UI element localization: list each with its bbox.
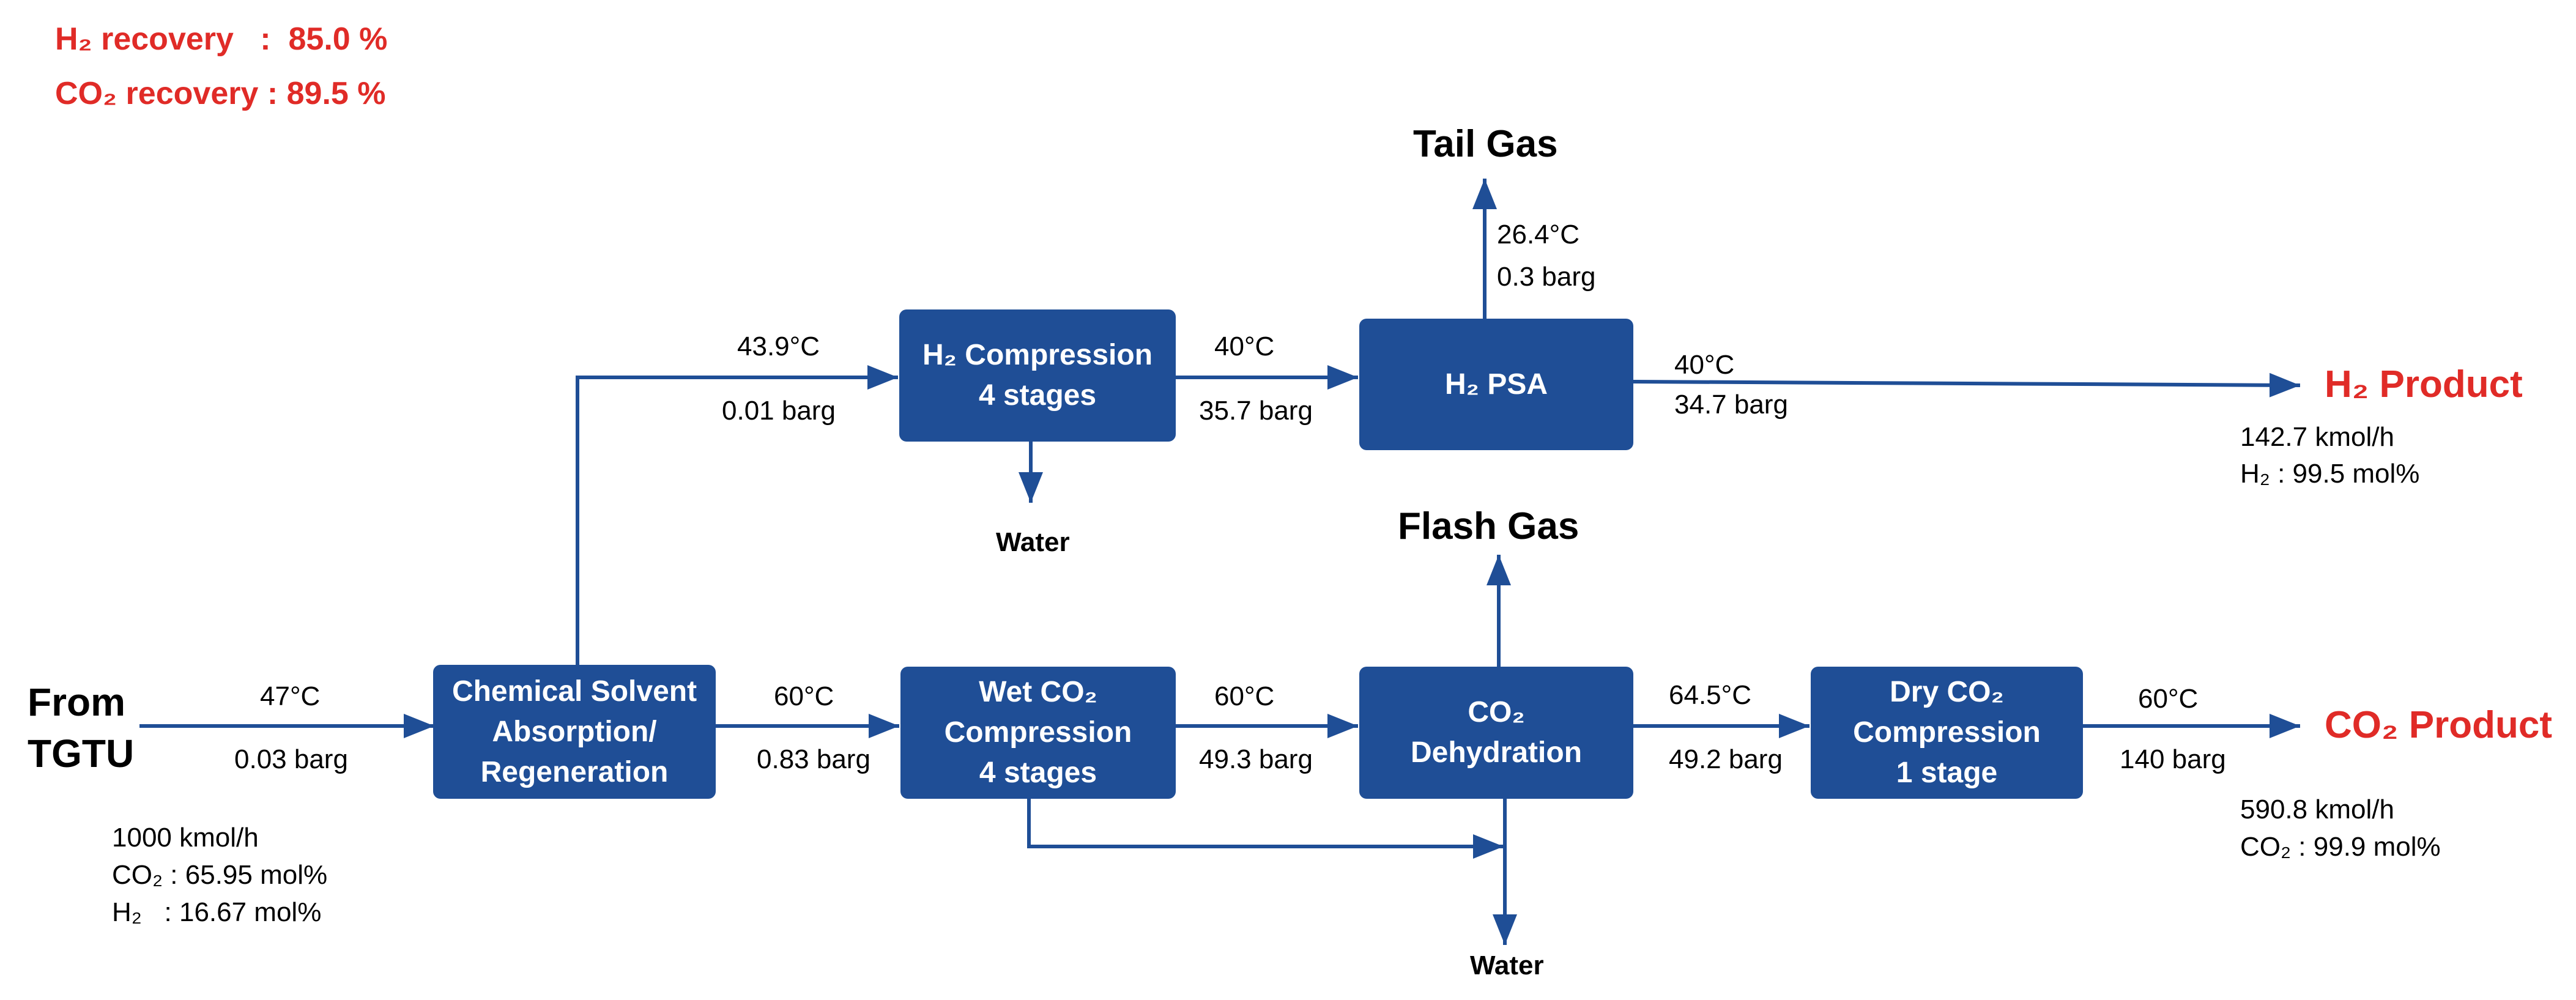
- tail-gas-label: Tail Gas: [1413, 123, 1558, 165]
- h2-compression-unit: H₂ Compression 4 stages: [899, 309, 1176, 442]
- stream-temperature: 47°C: [260, 681, 321, 711]
- unit-label: H₂ PSA: [1444, 368, 1548, 401]
- stream-temperature: 43.9°C: [737, 331, 820, 361]
- h2-recovery-text: H₂ recovery : 85.0 %: [55, 21, 388, 57]
- co2-water-label: Water: [1470, 950, 1544, 980]
- unit-label: Absorption/: [492, 715, 657, 748]
- stream-pressure: 140 barg: [2120, 744, 2226, 774]
- unit-label: H₂ Compression: [922, 339, 1153, 371]
- stream-temperature: 40°C: [1674, 350, 1735, 380]
- unit-label: CO₂: [1468, 696, 1525, 728]
- dry-co2-compression-unit: Dry CO₂ Compression 1 stage: [1811, 667, 2083, 799]
- stream-pressure: 0.83 barg: [757, 744, 870, 774]
- feed-flow: 1000 kmol/h: [112, 823, 259, 853]
- wet-co2-compression-unit: Wet CO₂ Compression 4 stages: [900, 667, 1176, 799]
- unit-label: Compression: [944, 716, 1132, 749]
- absorber-to-h2-compression-line: [576, 365, 898, 665]
- h2-product-label: H₂ Product: [2325, 363, 2523, 406]
- stream-temperature: 60°C: [1214, 681, 1275, 711]
- stream-pressure: 49.2 barg: [1669, 744, 1783, 774]
- h2-psa-unit: H₂ PSA: [1359, 319, 1633, 450]
- stream-temperature: 64.5°C: [1669, 680, 1752, 710]
- stream-temperature: 60°C: [774, 681, 834, 711]
- feed-h2-content: H₂ : 16.67 mol%: [112, 897, 322, 927]
- stream-pressure: 0.03 barg: [234, 744, 348, 774]
- stream-pressure: 49.3 barg: [1199, 744, 1313, 774]
- feed-label: TGTU: [28, 731, 135, 776]
- co2-dehydration-unit: CO₂ Dehydration: [1359, 667, 1633, 799]
- unit-label: 4 stages: [979, 757, 1097, 789]
- stream-temperature: 26.4°C: [1497, 220, 1580, 250]
- co2-product-label: CO₂ Product: [2325, 704, 2552, 746]
- h2-product-flow: 142.7 kmol/h: [2240, 422, 2394, 452]
- stream-pressure: 0.3 barg: [1497, 262, 1596, 292]
- stream-pressure: 34.7 barg: [1674, 390, 1788, 420]
- wet-co2-condensate-line: [1027, 799, 1504, 859]
- unit-label: Regeneration: [480, 755, 669, 788]
- unit-label: Wet CO₂: [979, 676, 1097, 708]
- h2-product-purity: H₂ : 99.5 mol%: [2240, 459, 2420, 489]
- stream-pressure: 35.7 barg: [1199, 396, 1313, 426]
- co2-product-purity: CO₂ : 99.9 mol%: [2240, 832, 2441, 862]
- unit-label: Dehydration: [1410, 736, 1583, 769]
- unit-label: Chemical Solvent: [451, 675, 697, 708]
- psa-to-h2-product-line: [1633, 372, 2301, 398]
- stream-pressure: 0.01 barg: [722, 396, 836, 426]
- feed-label: From: [28, 680, 125, 724]
- unit-label: Dry CO₂: [1890, 676, 2004, 708]
- stream-temperature: 40°C: [1214, 331, 1275, 361]
- flash-gas-label: Flash Gas: [1398, 505, 1579, 547]
- stream-temperature: 60°C: [2138, 684, 2199, 714]
- unit-label: 1 stage: [1896, 757, 1998, 789]
- unit-label: Compression: [1853, 716, 2041, 749]
- feed-co2-content: CO₂ : 65.95 mol%: [112, 860, 328, 890]
- h2-water-label: Water: [996, 527, 1070, 557]
- co2-product-flow: 590.8 kmol/h: [2240, 794, 2394, 824]
- absorption-regeneration-unit: Chemical Solvent Absorption/ Regeneratio…: [433, 665, 716, 799]
- unit-label: 4 stages: [978, 379, 1097, 412]
- co2-recovery-text: CO₂ recovery : 89.5 %: [55, 76, 386, 111]
